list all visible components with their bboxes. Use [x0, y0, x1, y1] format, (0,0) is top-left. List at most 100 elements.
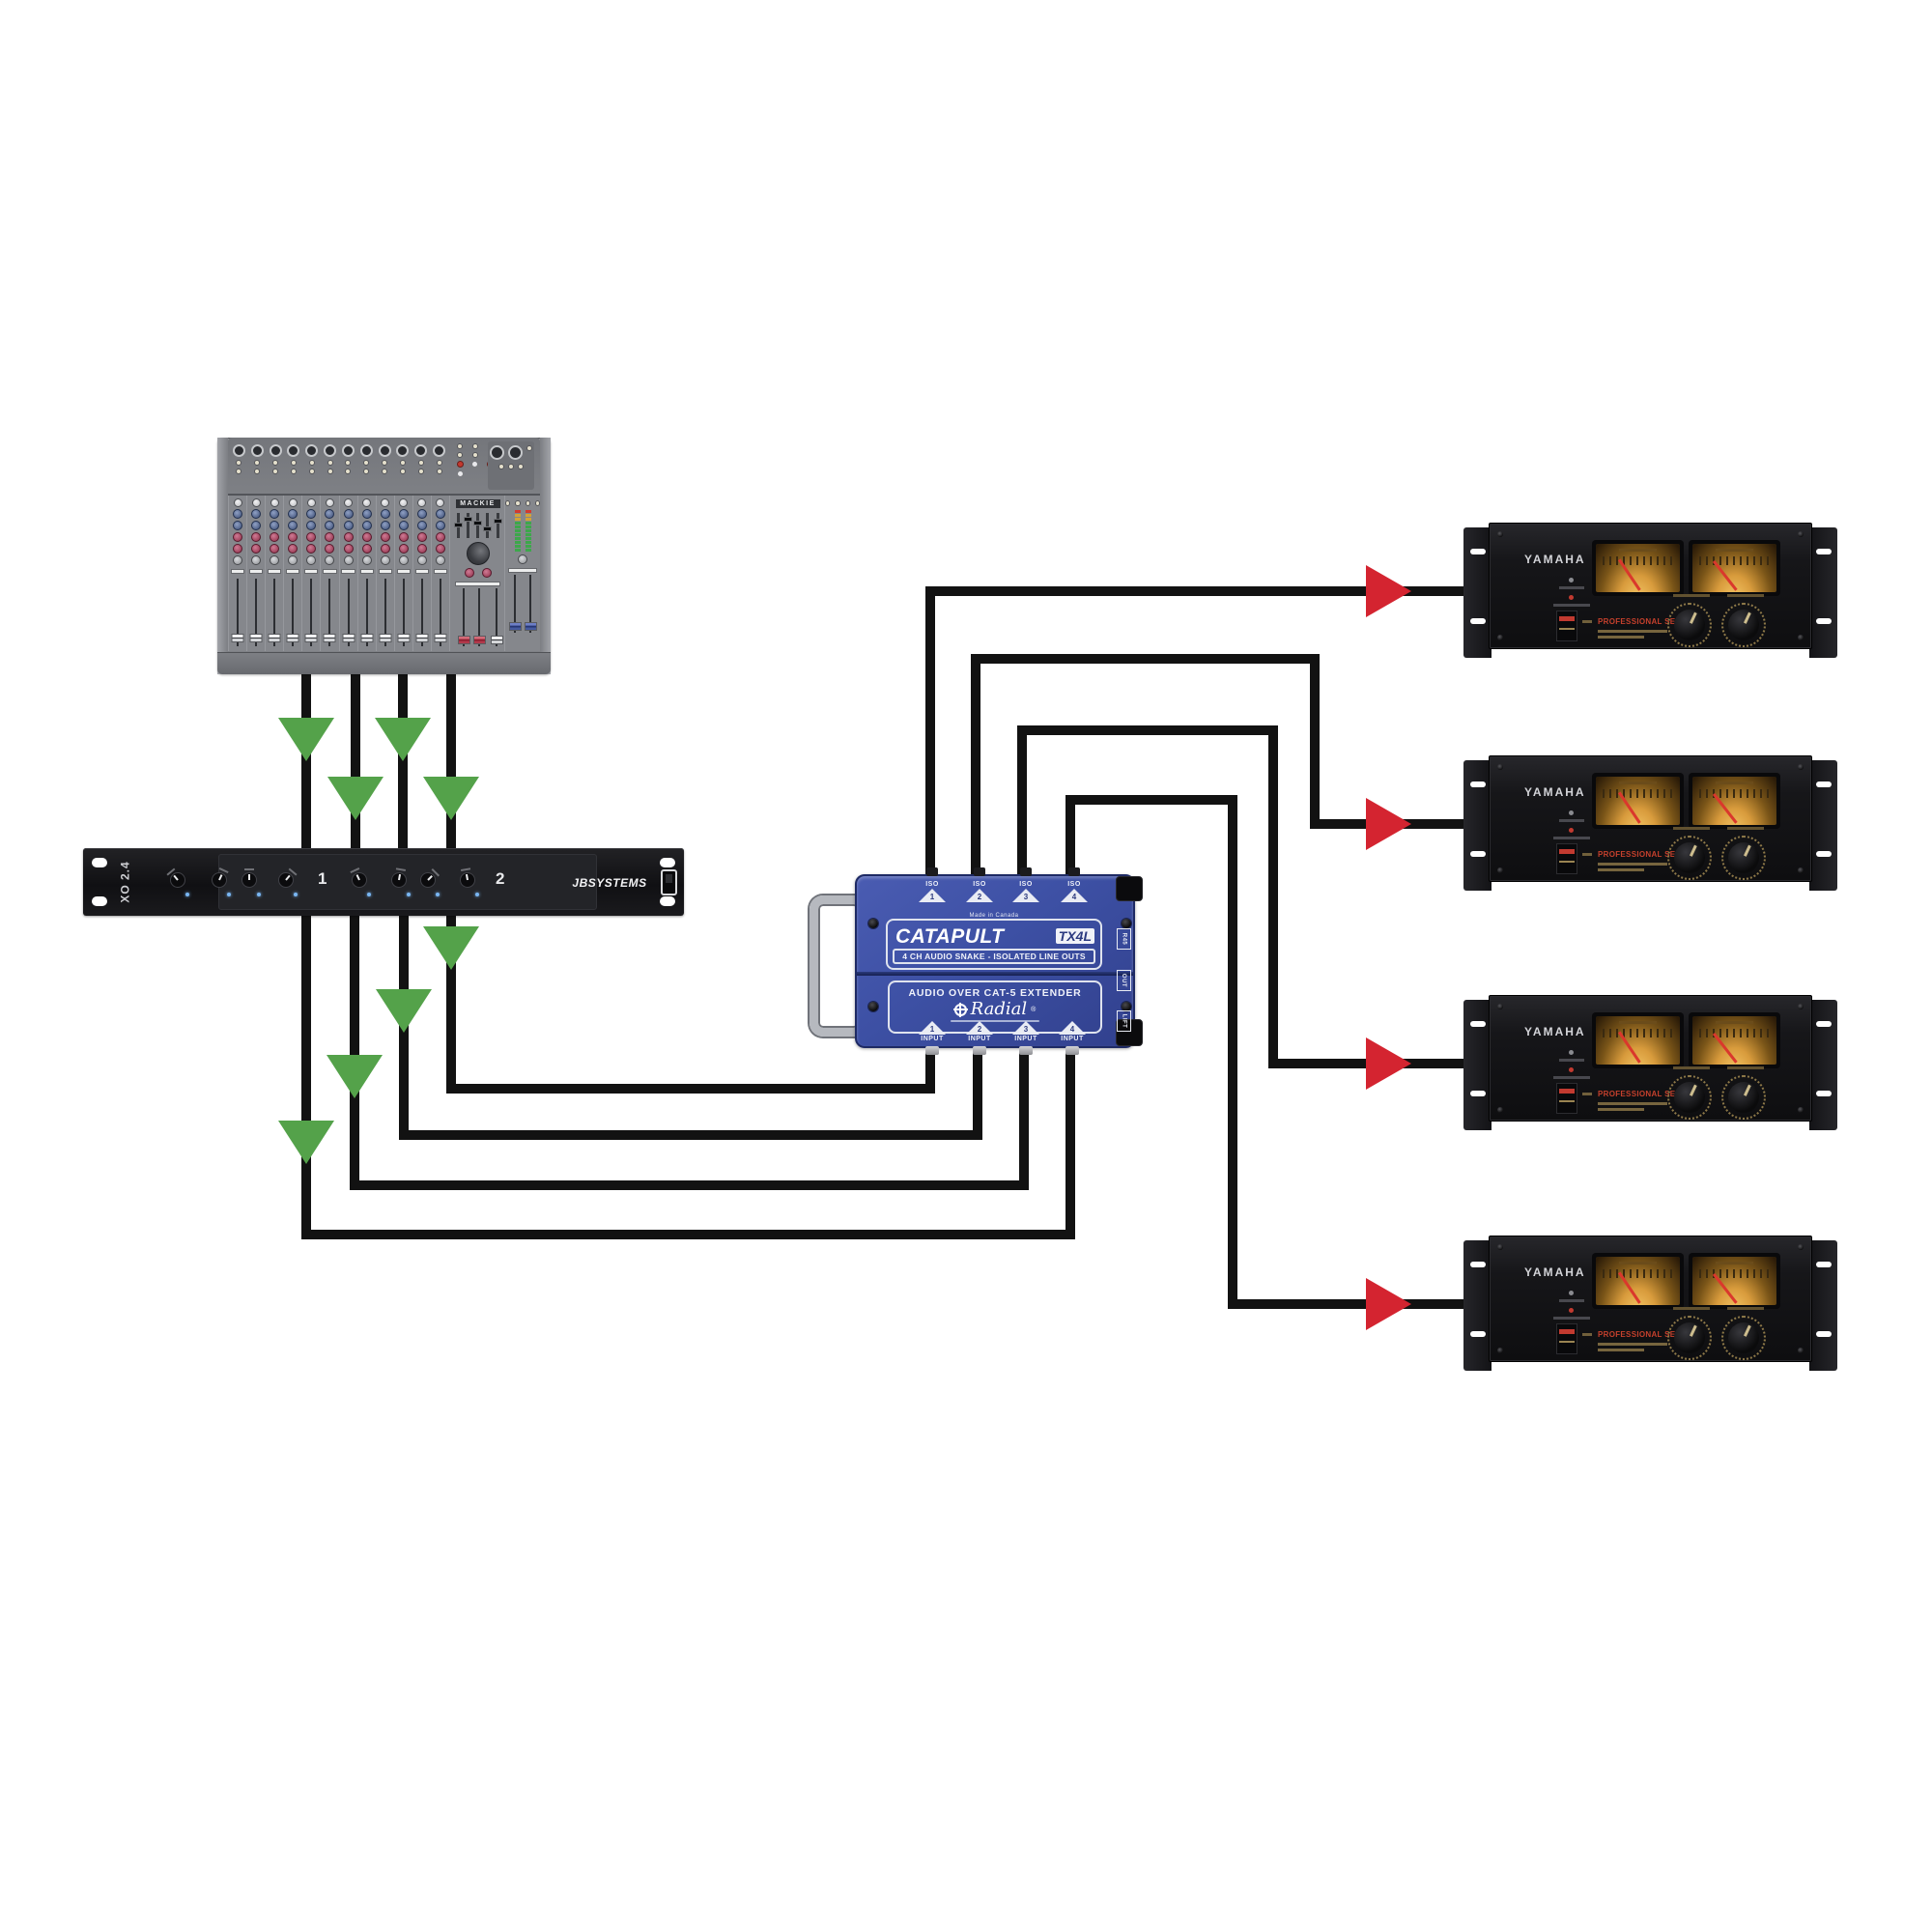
- scribble-strip: [414, 569, 429, 574]
- aux1-knob: [380, 532, 390, 542]
- catapult-title-panel: Made in Canada CATAPULT TX4L 4 CH AUDIO …: [886, 913, 1102, 970]
- xlr-connector: [305, 444, 319, 457]
- phones-knob: [505, 554, 540, 564]
- pan-knob: [306, 555, 317, 565]
- iso-label: ISO: [1067, 881, 1081, 888]
- screw: [1497, 1107, 1503, 1113]
- panel-text: [1559, 1299, 1584, 1302]
- gain-knob: [251, 498, 261, 507]
- screw: [1497, 764, 1503, 770]
- switch-red-bar: [1559, 616, 1575, 621]
- fader-cap: [231, 634, 244, 642]
- eq-hi-knob: [361, 509, 372, 519]
- fader-cap: [491, 636, 503, 644]
- green-flow-arrow-2: [375, 718, 431, 761]
- knob-cap: [1728, 842, 1759, 873]
- fader-cap: [415, 634, 429, 642]
- fader-cap: [509, 622, 522, 631]
- channel-strip: [228, 496, 246, 651]
- mixer-input-jacks: [230, 441, 448, 492]
- screw: [1497, 1348, 1503, 1353]
- main-out-jack: [508, 464, 514, 469]
- fader-cap: [525, 622, 537, 631]
- input-label: INPUT: [968, 1036, 991, 1042]
- scribble-strip: [323, 569, 337, 574]
- vu-meter-left: [1592, 1012, 1684, 1068]
- amp-series-label: PROFESSIONAL SERIES: [1598, 617, 1695, 626]
- led-segment: [514, 514, 521, 517]
- screw: [1798, 1004, 1804, 1009]
- rack-ear: [1463, 527, 1492, 658]
- crossover-knob: [242, 868, 257, 888]
- led-segment: [514, 510, 521, 513]
- insert-jack: [436, 469, 442, 474]
- level-knob-b: [1721, 603, 1766, 647]
- screw: [1798, 531, 1804, 537]
- fader-cap: [434, 634, 447, 642]
- aux2-knob: [288, 544, 298, 554]
- side-port-text: OUT: [1121, 973, 1127, 988]
- cable-xover-catapult-1: [301, 910, 1075, 1239]
- eq-hi-knob: [233, 509, 243, 519]
- xlr-connector: [396, 444, 410, 457]
- panel-text: [1553, 1317, 1590, 1320]
- screw: [1798, 1348, 1804, 1353]
- graphic-eq: [453, 513, 502, 538]
- xlr-connector: [232, 444, 245, 457]
- vu-meter-left: [1592, 540, 1684, 596]
- level-knob-a: [1667, 1075, 1712, 1120]
- power-switch: [661, 869, 677, 895]
- aux1-knob: [288, 532, 298, 542]
- vu-meter-right: [1689, 773, 1780, 829]
- screw: [1798, 1244, 1804, 1250]
- eq-lo-knob: [306, 521, 317, 530]
- screw: [1122, 919, 1131, 928]
- led-indicator: [227, 893, 231, 896]
- port-triangle-icon: 3: [1012, 889, 1039, 902]
- eq-slider: [483, 513, 493, 538]
- input-channel-jacks: [285, 441, 303, 492]
- mixer-side-panel: [217, 438, 228, 674]
- insert-jack: [254, 469, 261, 474]
- screw: [1497, 635, 1503, 640]
- rack-slot: [1470, 549, 1486, 554]
- iso-label: ISO: [1019, 881, 1033, 888]
- spec-text: [1598, 863, 1667, 866]
- port-number: 2: [977, 1025, 982, 1035]
- red-flow-arrow-2: [1366, 798, 1411, 850]
- level-knob-b: [1721, 1075, 1766, 1120]
- port-triangle-icon: 2: [966, 889, 993, 902]
- knob-label: [1727, 594, 1764, 597]
- led-indicator: [436, 893, 440, 896]
- vu-meter-right: [1689, 1012, 1780, 1068]
- led-segment: [525, 533, 531, 536]
- screw: [1122, 1002, 1131, 1011]
- led-segment: [514, 522, 521, 525]
- monitor-jack: [525, 500, 530, 506]
- pan-knob: [435, 555, 445, 565]
- input-channel-jacks: [230, 441, 248, 492]
- rack-ear: [1809, 1000, 1837, 1130]
- cable-catapult-amp-4: [1065, 795, 1466, 1309]
- insert-jack: [290, 469, 297, 474]
- brand-name: Radial: [970, 999, 1028, 1019]
- mixer-output-section: [452, 441, 536, 490]
- amp-brand-label: YAMAHA: [1524, 1265, 1586, 1279]
- switch-red-bar: [1559, 1329, 1575, 1334]
- insert-jack: [327, 469, 333, 474]
- channel-strip: [301, 496, 320, 651]
- channel-fader: [247, 576, 265, 651]
- switch-red-bar: [1559, 1089, 1575, 1094]
- eq-slider-cap: [473, 521, 482, 526]
- green-flow-arrow-4: [423, 777, 479, 820]
- led-segment: [525, 529, 531, 532]
- rack-slot: [1470, 1262, 1486, 1267]
- rack-ear: [1809, 760, 1837, 891]
- power-switch: [1556, 1323, 1577, 1354]
- power-led: [1569, 1308, 1574, 1313]
- screw: [1497, 1244, 1503, 1250]
- registered-mark: ®: [1031, 1006, 1037, 1013]
